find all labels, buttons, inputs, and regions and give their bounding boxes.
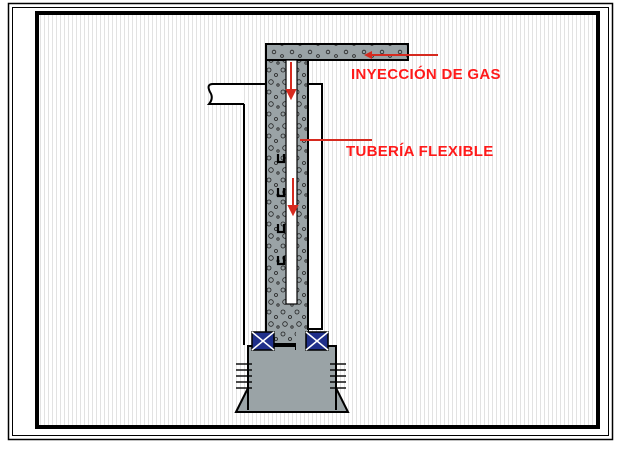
packer-left-icon <box>251 331 275 351</box>
downflow-arrows <box>285 62 299 217</box>
coiled-tubing-label: TUBERÍA FLEXIBLE <box>346 143 494 160</box>
coiled-tubing <box>285 59 298 305</box>
perforations-right <box>330 363 346 389</box>
packer-right-icon <box>305 331 329 351</box>
gas-injection-arrow <box>364 51 438 59</box>
casing-right-wall <box>307 83 323 330</box>
gas-lift-valves <box>276 154 286 266</box>
perforations-left <box>236 363 252 389</box>
gas-injection-line <box>265 43 409 61</box>
gas-injection-label: INYECCIÓN DE GAS <box>351 66 501 83</box>
surface-flowline <box>206 83 244 105</box>
